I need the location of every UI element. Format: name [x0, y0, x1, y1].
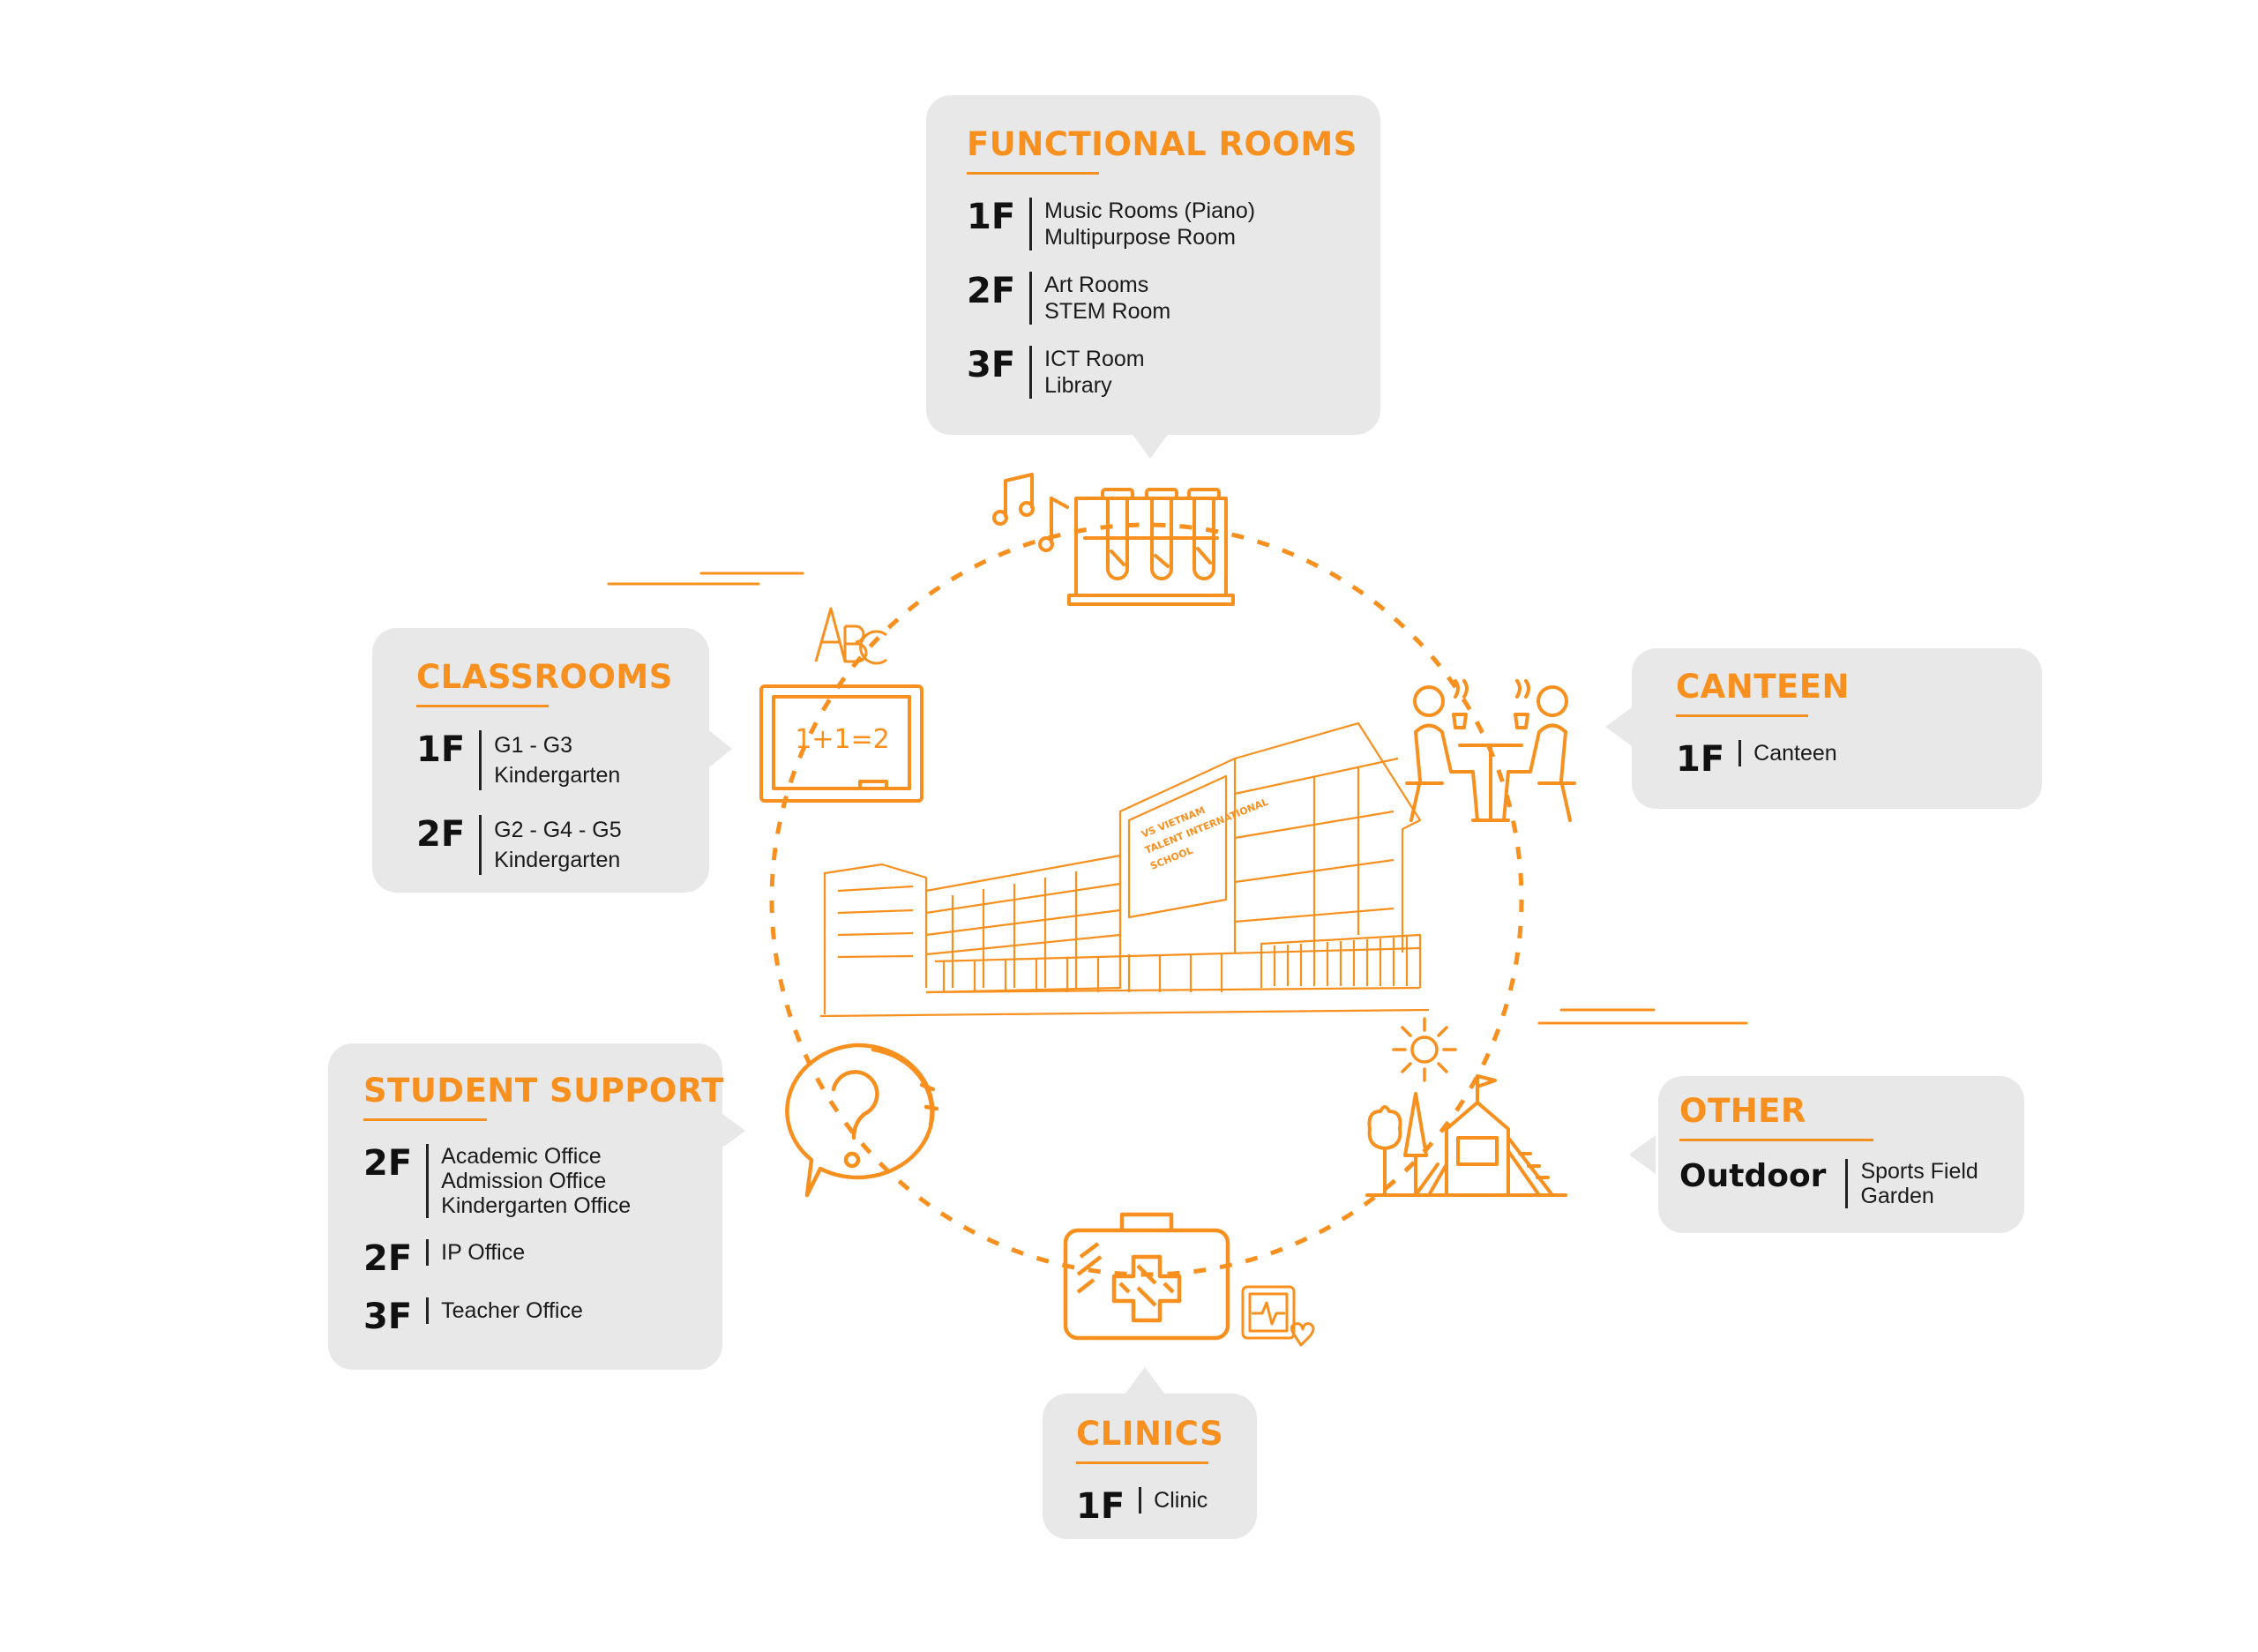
- functional-rooms-row-1f: 1F Music Rooms (Piano) Multipurpose Room: [967, 198, 1340, 250]
- canteen-underline: [1676, 714, 1808, 717]
- floor-label: 2F: [363, 1238, 413, 1279]
- floor-label: 2F: [967, 271, 1016, 311]
- other-row-outdoor: Outdoor Sports Field Garden: [1679, 1159, 1998, 1208]
- functional-rooms-title: FUNCTIONAL ROOMS: [967, 125, 1357, 163]
- classrooms-row-1f: 1F G1 - G3 Kindergarten: [416, 730, 677, 790]
- clinics-row-1f: 1F Clinic: [1076, 1487, 1230, 1524]
- floor-label: Outdoor: [1679, 1158, 1827, 1194]
- room-name: STEM Room: [1044, 299, 1171, 324]
- room-list: Music Rooms (Piano) Multipurpose Room: [1029, 198, 1255, 250]
- room-list: ICT Room Library: [1029, 346, 1145, 399]
- room-name: Academic Office: [441, 1144, 602, 1169]
- floor-label: 3F: [967, 345, 1016, 385]
- room-name: Library: [1044, 373, 1112, 398]
- other-card: OTHER Outdoor Sports Field Garden: [1658, 1076, 2024, 1233]
- student-support-underline: [363, 1118, 487, 1121]
- chalkboard-icon: 1+1=2: [759, 684, 923, 803]
- functional-rooms-row-2f: 2F Art Rooms STEM Room: [967, 272, 1340, 325]
- canteen-row-1f: 1F Canteen: [1676, 740, 2007, 777]
- heart-monitor-icon: [1241, 1285, 1315, 1347]
- music-notes-and-test-tubes-icon: [992, 473, 1235, 606]
- room-name: Art Rooms: [1044, 273, 1149, 297]
- room-name: Kindergarten Office: [441, 1193, 632, 1218]
- room-list: Teacher Office: [426, 1297, 583, 1324]
- room-name: Music Rooms (Piano): [1044, 198, 1256, 223]
- room-list: Art Rooms STEM Room: [1029, 272, 1170, 325]
- room-list: Clinic: [1139, 1487, 1208, 1514]
- canteen-pointer: [1605, 707, 1632, 746]
- student-support-pointer: [719, 1111, 745, 1150]
- room-list: G2 - G4 - G5 Kindergarten: [479, 815, 622, 875]
- playground-icon: [1365, 1074, 1567, 1197]
- functional-rooms-card: FUNCTIONAL ROOMS 1F Music Rooms (Piano) …: [926, 95, 1380, 435]
- classrooms-pointer: [706, 728, 732, 770]
- room-list: G1 - G3 Kindergarten: [479, 730, 620, 790]
- canteen-card: CANTEEN 1F Canteen: [1632, 648, 2042, 809]
- people-eating-icon: [1405, 679, 1576, 822]
- sun-icon: [1392, 1017, 1457, 1082]
- room-name: Sports Field: [1860, 1159, 1978, 1184]
- clinics-title: CLINICS: [1076, 1415, 1224, 1453]
- room-list: Canteen: [1738, 740, 1837, 766]
- room-name: Kindergarten: [494, 848, 621, 872]
- classrooms-card: CLASSROOMS 1F G1 - G3 Kindergarten 2F G2…: [372, 628, 709, 893]
- clinics-card: CLINICS 1F Clinic: [1043, 1394, 1257, 1539]
- other-underline: [1679, 1139, 1873, 1141]
- floor-label: 1F: [1076, 1486, 1125, 1527]
- student-support-row-3f: 3F Teacher Office: [363, 1297, 696, 1334]
- room-name: IP Office: [441, 1240, 526, 1265]
- room-name: Kindergarten: [494, 763, 621, 788]
- room-name: Garden: [1860, 1184, 1934, 1208]
- floor-label: 2F: [416, 814, 466, 855]
- other-title: OTHER: [1679, 1092, 1806, 1130]
- functional-rooms-pointer: [1131, 432, 1170, 459]
- floor-label: 2F: [363, 1143, 413, 1184]
- classrooms-title: CLASSROOMS: [416, 658, 673, 696]
- question-bubble-icon: [785, 1043, 939, 1198]
- canteen-title: CANTEEN: [1676, 668, 1851, 706]
- room-list: Academic Office Admission Office Kinderg…: [426, 1144, 631, 1218]
- student-support-card: STUDENT SUPPORT 2F Academic Office Admis…: [328, 1043, 724, 1370]
- room-name: Teacher Office: [441, 1298, 583, 1323]
- floor-label: 1F: [967, 197, 1016, 237]
- first-aid-kit-icon: [1063, 1212, 1230, 1341]
- student-support-row-2f-ip: 2F IP Office: [363, 1239, 696, 1276]
- classrooms-row-2f: 2F G2 - G4 - G5 Kindergarten: [416, 815, 677, 875]
- room-name: Clinic: [1154, 1488, 1208, 1513]
- room-name: Admission Office: [441, 1169, 607, 1193]
- room-list: Sports Field Garden: [1845, 1159, 1978, 1208]
- room-name: G2 - G4 - G5: [494, 818, 622, 842]
- other-pointer: [1629, 1135, 1656, 1174]
- room-name: G1 - G3: [494, 733, 573, 758]
- classrooms-underline: [416, 705, 549, 707]
- floor-label: 3F: [363, 1297, 413, 1337]
- clinics-pointer: [1125, 1367, 1164, 1394]
- functional-rooms-underline: [967, 172, 1099, 175]
- school-building-icon: VS VIETNAM TALENT INTERNATIONAL SCHOOL: [819, 721, 1430, 1018]
- room-list: IP Office: [426, 1239, 525, 1266]
- floor-label: 1F: [1676, 739, 1725, 780]
- student-support-title: STUDENT SUPPORT: [363, 1072, 724, 1110]
- chalkboard-equation: 1+1=2: [795, 724, 890, 755]
- room-name: Canteen: [1753, 741, 1837, 766]
- room-name: Multipurpose Room: [1044, 225, 1236, 250]
- clinics-underline: [1076, 1461, 1208, 1464]
- speed-streaks: [607, 572, 1748, 1025]
- abc-letters-icon: [814, 607, 887, 665]
- floor-label: 1F: [416, 729, 466, 770]
- student-support-row-2f-offices: 2F Academic Office Admission Office Kind…: [363, 1144, 696, 1218]
- room-name: ICT Room: [1044, 347, 1145, 371]
- functional-rooms-row-3f: 3F ICT Room Library: [967, 346, 1340, 399]
